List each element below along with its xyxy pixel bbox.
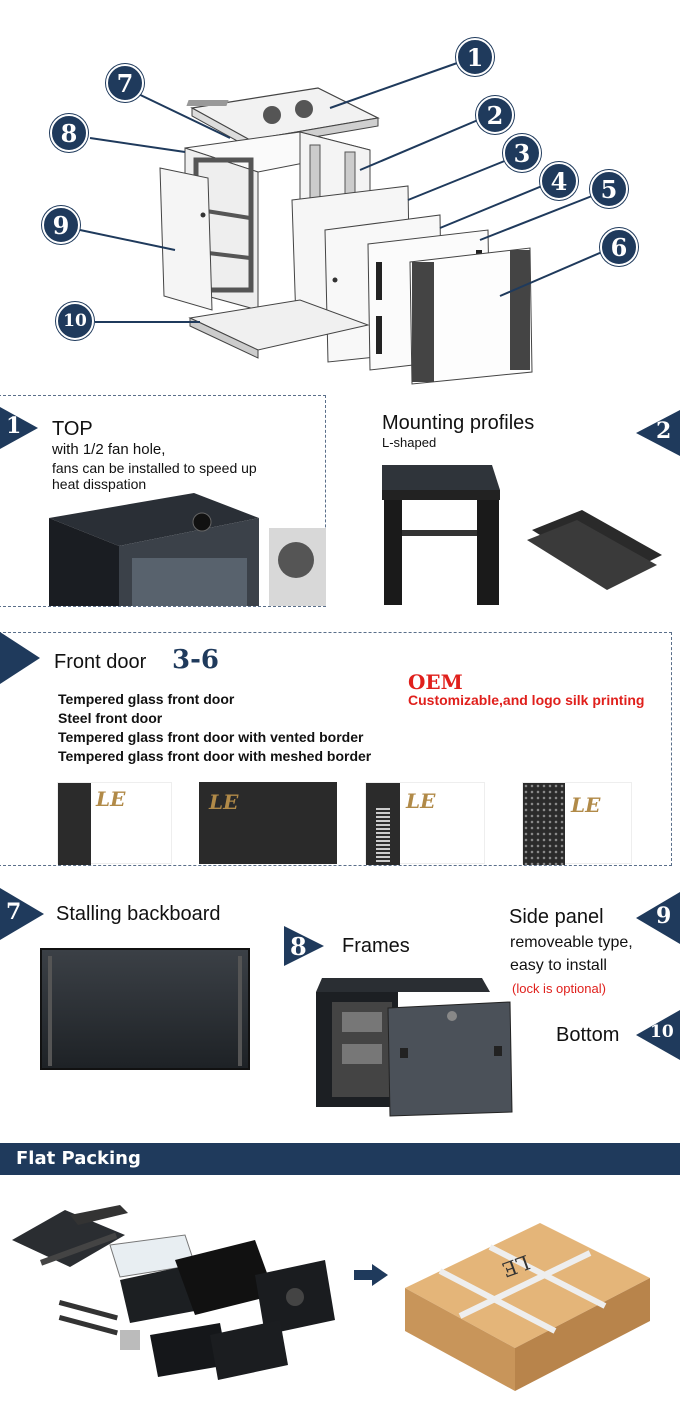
front-door-title: Front door: [54, 651, 147, 673]
front-door-range: 3-6: [172, 645, 219, 675]
top-section-line2: fans can be installed to speed up: [52, 460, 257, 476]
top-section-line1: with 1/2 fan hole,: [52, 441, 166, 458]
mounting-number-tab: [636, 410, 680, 456]
callout-6: 6: [600, 228, 638, 266]
bottom-tab: [636, 1010, 680, 1060]
front-door-item-2: Steel front door: [58, 710, 163, 726]
callout-5: 5: [590, 170, 628, 208]
frames-number: 8: [284, 926, 324, 966]
bottom-title: Bottom: [556, 1024, 620, 1046]
door-logo: LE: [571, 793, 601, 817]
side-panel-tab: [636, 892, 680, 944]
door-logo: LE: [406, 789, 436, 813]
arrow-right-icon: [354, 1264, 388, 1286]
door-logo: LE: [96, 787, 126, 811]
callout-7: 7: [106, 64, 144, 102]
oem-text: Customizable,and logo silk printing: [408, 692, 645, 708]
door-logo: LE: [209, 790, 239, 814]
front-door-frame: [0, 632, 672, 866]
flat-packing-banner: Flat Packing: [0, 1143, 680, 1175]
mounting-profiles-photo: [382, 465, 662, 605]
flat-packing-parts-photo: [12, 1205, 335, 1380]
backboard-number: 7: [6, 899, 22, 925]
side-panel-number: 9: [656, 903, 672, 929]
callout-1: 1: [456, 38, 494, 76]
callout-4: 4: [540, 162, 578, 200]
door-sample-meshed: LE: [522, 782, 632, 865]
door-sample-vented: LE: [365, 782, 485, 865]
backboard-title: Stalling backboard: [56, 903, 221, 925]
oem-title: OEM: [408, 670, 463, 694]
callout-2: 2: [476, 96, 514, 134]
top-section-number-tab: [0, 407, 38, 449]
mounting-subtitle: L-shaped: [382, 435, 437, 450]
top-section-line3: heat disspation: [52, 476, 147, 492]
callout-10: 10: [56, 302, 94, 340]
top-section-title: TOP: [52, 418, 93, 440]
exploded-diagram-drawing: [79, 61, 603, 385]
side-panel-title: Side panel: [509, 906, 604, 928]
frames-title: Frames: [342, 935, 410, 957]
mounting-number: 2: [656, 418, 672, 444]
front-door-tab: [0, 632, 40, 684]
callout-3: 3: [503, 134, 541, 172]
door-sample-steel: LE: [199, 782, 337, 864]
backboard-tab: [0, 888, 44, 940]
callout-8: 8: [50, 114, 88, 152]
front-door-item-1: Tempered glass front door: [58, 691, 235, 707]
bottom-number: 10: [650, 1022, 674, 1042]
top-section-number: 1: [6, 413, 22, 439]
packaged-box-photo: [405, 1223, 650, 1391]
side-panel-line2: easy to install: [510, 957, 607, 974]
front-door-item-3: Tempered glass front door with vented bo…: [58, 729, 364, 745]
mounting-title: Mounting profiles: [382, 412, 535, 434]
flat-packing-title: Flat Packing: [16, 1148, 141, 1169]
backboard-photo: [40, 948, 250, 1070]
exploded-diagram: 1 2 3 4 5 6 7 8 9 10: [0, 0, 680, 390]
top-section-frame: [0, 395, 326, 607]
frames-photo: [316, 978, 513, 1117]
door-sample-glass: LE: [57, 782, 172, 865]
callout-9: 9: [42, 206, 80, 244]
side-panel-note: (lock is optional): [512, 981, 606, 996]
front-door-item-4: Tempered glass front door with meshed bo…: [58, 748, 372, 764]
side-panel-line1: removeable type,: [510, 934, 633, 951]
top-cabinet-photo: [49, 493, 326, 606]
